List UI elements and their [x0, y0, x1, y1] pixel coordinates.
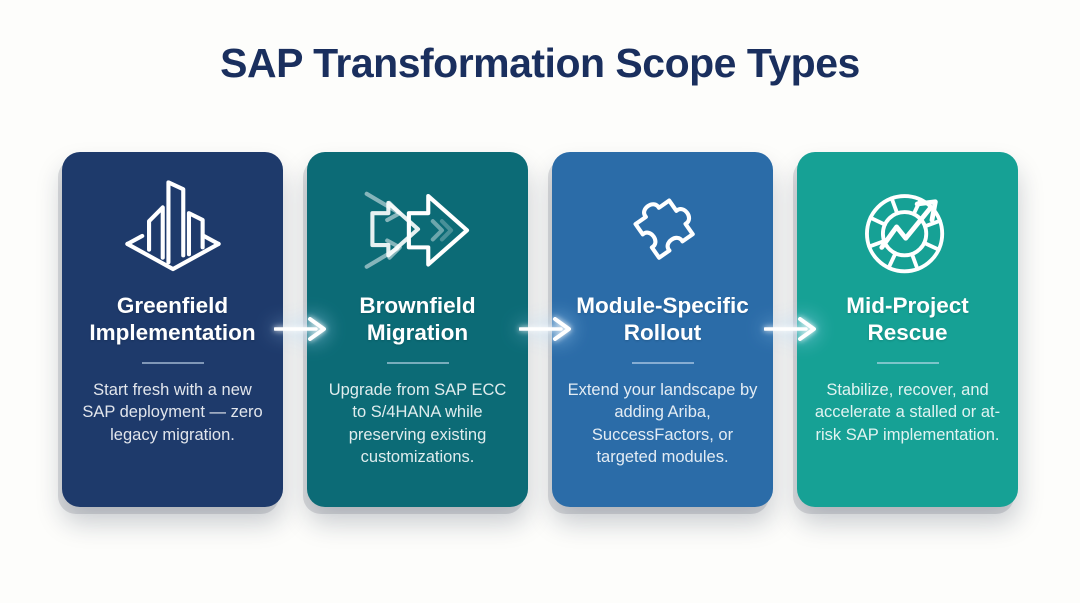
- lifebuoy-trend-arrow-icon: [851, 168, 965, 288]
- card-divider: [141, 362, 204, 364]
- card-divider: [631, 362, 694, 364]
- page-title: SAP Transformation Scope Types: [220, 40, 860, 86]
- card-title: Brownfield Migration: [359, 292, 475, 346]
- puzzle-piece-icon: [606, 168, 720, 288]
- card-title-line2: Rollout: [623, 320, 702, 345]
- card-description: Extend your landscape by adding Ariba, S…: [567, 381, 758, 467]
- card-title: Mid-Project Rescue: [846, 292, 969, 346]
- card-description: Stabilize, recover, and accelerate a sta…: [814, 381, 1001, 444]
- scope-card-mid-project-rescue: Mid-Project Rescue Stabilize, recover, a…: [797, 152, 1018, 507]
- card-description: Start fresh with a new SAP deployment — …: [82, 381, 263, 444]
- scope-card-greenfield: Greenfield Implementation Start fresh wi…: [62, 152, 283, 507]
- card-title-line2: Migration: [366, 320, 469, 345]
- card-title: Module-Specific Rollout: [576, 292, 749, 346]
- scope-card-brownfield: Brownfield Migration Upgrade from SAP EC…: [307, 152, 528, 507]
- building-on-platform-icon: [116, 168, 230, 288]
- card-title-line1: Mid-Project: [846, 293, 969, 318]
- card-divider: [876, 362, 939, 364]
- card-title-line1: Module-Specific: [576, 293, 749, 318]
- fast-forward-arrows-icon: [361, 168, 475, 288]
- card-description: Upgrade from SAP ECC to S/4HANA while pr…: [328, 381, 507, 467]
- card-title-line1: Greenfield: [116, 293, 229, 318]
- card-title-line2: Rescue: [867, 320, 948, 345]
- card-divider: [386, 362, 449, 364]
- scope-cards-row: Greenfield Implementation Start fresh wi…: [62, 152, 1018, 512]
- card-title-line2: Implementation: [89, 320, 256, 345]
- card-title-line1: Brownfield: [359, 293, 476, 318]
- card-title: Greenfield Implementation: [89, 292, 255, 346]
- scope-card-module-rollout: Module-Specific Rollout Extend your land…: [552, 152, 773, 507]
